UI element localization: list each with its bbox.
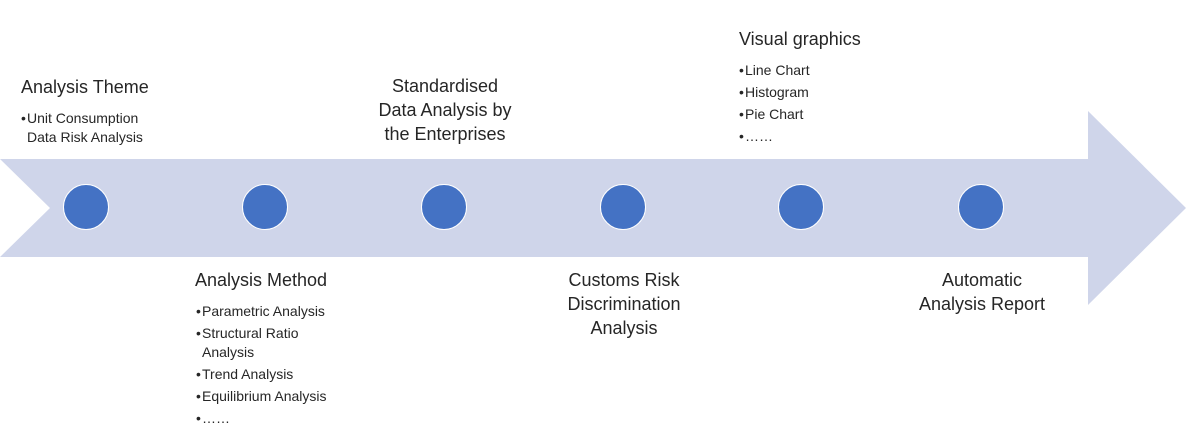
list-item-text: …… <box>202 410 230 426</box>
timeline-node-standardised-data-analysis <box>421 184 467 230</box>
title-line: Data Analysis by <box>378 100 512 120</box>
list-item: Unit Consumption Data Risk Analysis <box>21 109 143 147</box>
list-item-text: Parametric Analysis <box>202 303 325 319</box>
list-item: Trend Analysis <box>196 365 327 384</box>
list-item: Parametric Analysis <box>196 302 327 321</box>
timeline-node-visual-graphics <box>778 184 824 230</box>
stage-title-automatic-analysis-report: Automatic Analysis Report <box>882 268 1082 316</box>
arrow-band <box>0 111 1186 305</box>
list-item-text: Line Chart <box>745 62 810 78</box>
list-item: …… <box>739 127 810 146</box>
list-item-text: Equilibrium Analysis <box>202 388 327 404</box>
title-line: Automatic <box>941 270 1023 290</box>
timeline-node-analysis-method <box>242 184 288 230</box>
list-item-text: Histogram <box>745 84 809 100</box>
list-item-text: Structural Ratio <box>202 325 299 341</box>
title-line: Customs Risk <box>568 270 680 290</box>
stage-list-analysis-method: Parametric Analysis Structural Ratio Ana… <box>196 302 327 431</box>
list-item: Equilibrium Analysis <box>196 387 327 406</box>
list-item-text: Data Risk Analysis <box>27 129 143 145</box>
stage-list-analysis-theme: Unit Consumption Data Risk Analysis <box>21 109 143 147</box>
list-item-text: Analysis <box>202 344 255 360</box>
title-line: Analysis Report <box>918 294 1046 314</box>
stage-title-standardised-data-analysis: Standardised Data Analysis by the Enterp… <box>345 74 545 146</box>
title-line: Discrimination <box>567 294 681 314</box>
timeline-node-customs-risk <box>600 184 646 230</box>
list-item-text: Unit Consumption <box>27 110 139 126</box>
list-item: Pie Chart <box>739 105 810 124</box>
list-item-text: Pie Chart <box>745 106 804 122</box>
title-line: the Enterprises <box>384 124 506 144</box>
list-item-text: …… <box>745 128 773 144</box>
list-item: Structural Ratio Analysis <box>196 324 327 362</box>
stage-list-visual-graphics: Line Chart Histogram Pie Chart …… <box>739 61 810 149</box>
title-line: Analysis <box>590 318 658 338</box>
stage-title-analysis-method: Analysis Method <box>195 270 328 290</box>
list-item: Line Chart <box>739 61 810 80</box>
list-item-text: Trend Analysis <box>202 366 294 382</box>
stage-title-customs-risk-discrimination: Customs Risk Discrimination Analysis <box>524 268 724 340</box>
timeline-node-automatic-report <box>958 184 1004 230</box>
stage-title-analysis-theme: Analysis Theme <box>21 77 149 97</box>
stage-title-visual-graphics: Visual graphics <box>739 29 861 49</box>
list-item: …… <box>196 409 327 428</box>
title-line: Standardised <box>391 76 499 96</box>
list-item: Histogram <box>739 83 810 102</box>
timeline-node-analysis-theme <box>63 184 109 230</box>
